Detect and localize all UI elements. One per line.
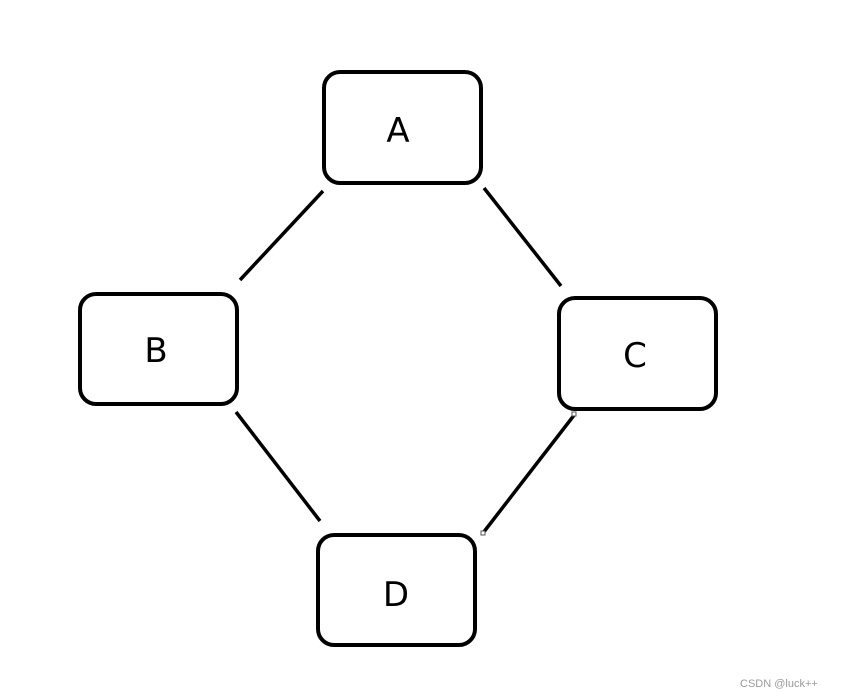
node-b-label: B (144, 331, 167, 371)
node-a[interactable]: A (322, 70, 483, 185)
node-a-label: A (386, 111, 409, 151)
node-c-label: C (623, 336, 647, 376)
edge-a-c (482, 186, 563, 288)
edge-handle-bottom (480, 530, 486, 536)
node-d-label: D (383, 575, 409, 615)
node-b[interactable]: B (78, 292, 239, 406)
node-d-box (316, 533, 477, 647)
node-c[interactable]: C (557, 296, 718, 411)
edge-a-b (238, 189, 325, 282)
node-b-box (78, 292, 239, 406)
edge-b-d (234, 410, 322, 523)
watermark-text: CSDN @luck++ (740, 678, 818, 690)
node-c-box (557, 296, 718, 411)
node-a-box (322, 70, 483, 185)
node-d[interactable]: D (316, 533, 477, 647)
edge-c-d (481, 412, 577, 535)
edge-handle-top (571, 411, 577, 417)
